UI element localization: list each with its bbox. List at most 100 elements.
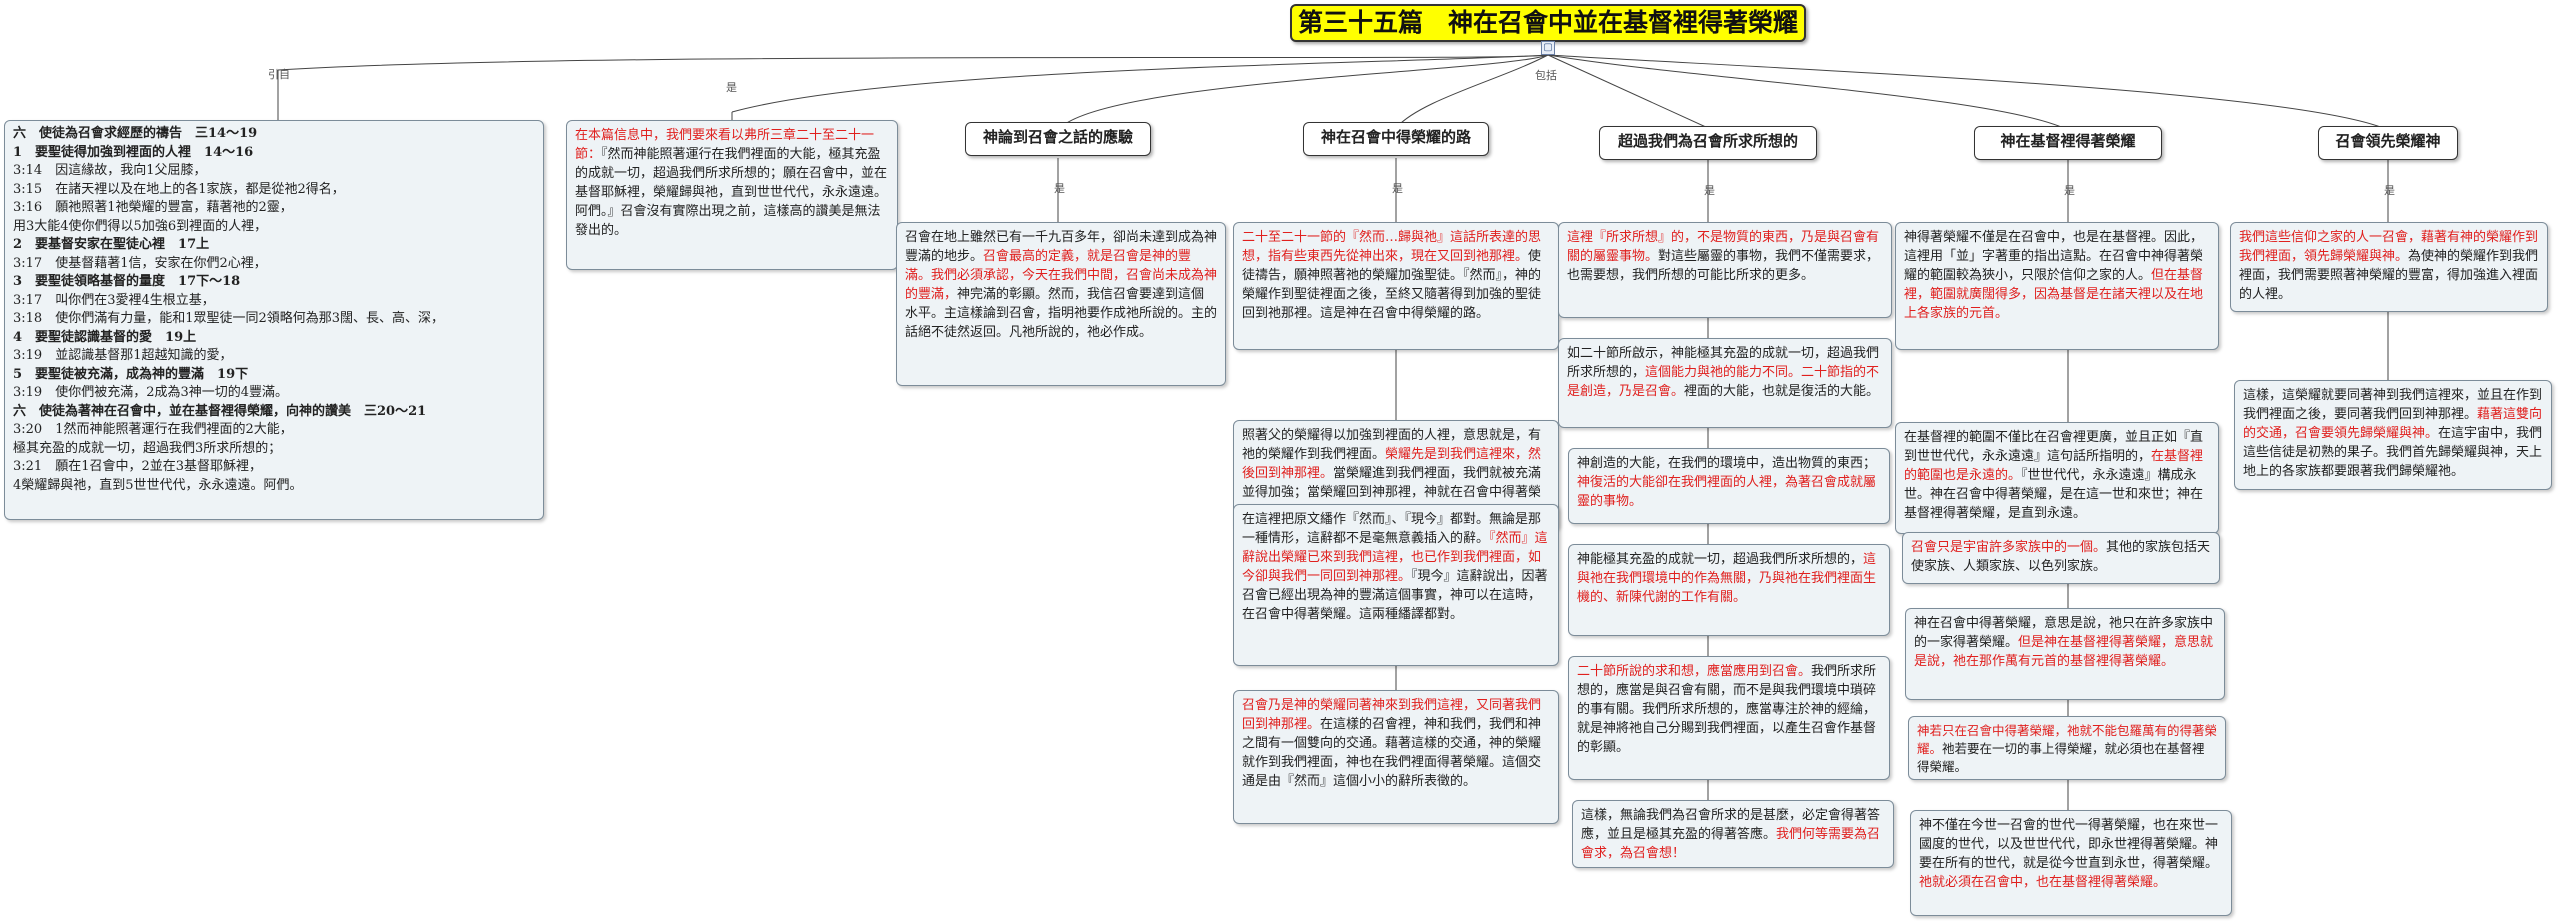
- body-text: 裡面的大能，也就是復活的大能。: [1684, 384, 1880, 399]
- body-text: 其他的家族包括天使家族、人類家族、以色列家族。: [1911, 540, 2211, 574]
- highlight-text: 藉著這雙向的交通，召會要領先歸榮耀與神。: [2243, 407, 2543, 441]
- quote-verse-line: 3:15 在諸天裡以及在地上的各1家族，都是從祂2得名，: [13, 181, 345, 197]
- topic-glory-in-christ[interactable]: 神在基督裡得著榮耀: [1974, 126, 2162, 160]
- note-box[interactable]: 這裡『所求所想』的，不是物質的東西，乃是與召會有關的屬靈事物。對這些屬靈的事物，…: [1558, 222, 1892, 318]
- body-text: 這樣，無論我們為召會所求的是甚麼，必定會得著答應，並且是極其充盈的得著答應。: [1581, 808, 1881, 842]
- quote-heading-line: 3 要聖徒領略基督的量度 17下～18: [13, 274, 241, 289]
- body-text: 神完滿的彰顯。然而，我信召會要達到這個水平。主這樣論到召會，指明祂要作成祂所說的…: [905, 287, 1218, 340]
- body-text: 對這些屬靈的事物，我們不僅需要求，也需要想，我們所想的可能比所求的更多。: [1567, 249, 1880, 283]
- quote-verse-line: 4榮耀歸與祂，直到5世世代代，永永遠遠。阿們。: [13, 477, 303, 493]
- note-box[interactable]: 召會在地上雖然已有一千九百多年，卻尚未達到成為神豐滿的地步。召會最高的定義，就是…: [896, 222, 1226, 386]
- quote-heading-line: 六 使徒為著神在召會中，並在基督裡得榮耀，向神的讚美 三20～21: [13, 403, 427, 419]
- note-box[interactable]: 我們這些信仰之家的人一召會，藉著有神的榮耀作到我們裡面，領先歸榮耀與神。為使神的…: [2230, 222, 2548, 312]
- body-text: 在基督裡的範圍不僅比在召會裡更廣，並且正如『直到世世代代，永永遠遠』這句話所指明…: [1904, 430, 2204, 464]
- quote-verse-line: 3:20 1然而神能照著運行在我們裡面的2大能，: [13, 422, 293, 437]
- note-box[interactable]: 二十至二十一節的『然而…歸與祂』這話所表達的思想，指有些東西先從神出來，現在又回…: [1233, 222, 1559, 350]
- topic-fulfillment[interactable]: 神論到召會之話的應驗: [965, 122, 1151, 156]
- body-text: 在這裡把原文繙作『然而』、『現今』都對。無論是那一種情形，這辭都不是毫無意義插入…: [1242, 512, 1542, 546]
- edge-label-ref: 引自: [268, 68, 290, 81]
- note-box[interactable]: 神不僅在今世一召會的世代一得著榮耀，也在來世一國度的世代，以及世世代代，即永世裡…: [1910, 810, 2232, 916]
- highlight-text: 但在基督裡，範圍就廣闊得多，因為基督是在諸天裡以及在地上各家族的元首。: [1904, 268, 2204, 321]
- root-title[interactable]: 第三十五篇 神在召會中並在基督裡得著榮耀: [1290, 4, 1806, 42]
- intro-summary-box[interactable]: 在本篇信息中，我們要來看以弗所三章二十至二十一節：『然而神能照著運行在我們裡面的…: [566, 120, 898, 270]
- quote-heading-line: 5 要聖徒被充滿，成為神的豐滿 19下: [13, 366, 249, 382]
- body-text: 神能極其充盈的成就一切，超過我們所求所想的，: [1577, 552, 1864, 567]
- highlight-text: 召會最高的定義，就是召會是神的豐滿。我們必須承認，今天在我們中間，召會尚未成為神…: [905, 249, 1218, 302]
- quote-heading-line: 4 要聖徒認識基督的愛 19上: [13, 329, 197, 345]
- body-text: 『世世代代，永永遠遠』構成永世。神在召會中得著榮耀，是在這一世和來世；神在基督裡…: [1904, 468, 2204, 521]
- note-box[interactable]: 神創造的大能，在我們的環境中，造出物質的東西； 神復活的大能卻在我們裡面的人裡，為…: [1568, 448, 1890, 524]
- highlight-text: 召會只是宇宙許多家族中的一個。: [1911, 540, 2107, 555]
- quote-verse-line: 用3大能4使你們得以5加強6到裡面的人裡，: [13, 218, 268, 234]
- note-box[interactable]: 神在召會中得著榮耀，意思是說，祂只在許多家族中的一家得著榮耀。但是神在基督裡得著…: [1905, 608, 2225, 700]
- note-box[interactable]: 這樣，這榮耀就要同著神到我們這裡來，並且在作到我們裡面之後，要同著我們回到神那裡…: [2234, 380, 2552, 490]
- highlight-text: 榮耀先是到我們這裡來，然後回到神那裡。: [1242, 447, 1542, 481]
- quote-verse-line: 3:17 使基督藉著1信，安家在你們2心裡，: [13, 255, 267, 271]
- highlight-text: 二十節所說的求和想，應當應用到召會。: [1577, 664, 1812, 679]
- quote-heading-line: 六 使徒為召會求經歷的禱告 三14～19: [13, 126, 258, 141]
- highlight-text: 祂就必須在召會中，也在基督裡得著榮耀。: [1919, 875, 2167, 890]
- note-box[interactable]: 在基督裡的範圍不僅比在召會裡更廣，並且正如『直到世世代代，永永遠遠』這句話所指明…: [1895, 422, 2219, 534]
- body-text: 這樣，這榮耀就要同著神到我們這裡來，並且在作到我們裡面之後，要同著我們回到神那裡…: [2243, 388, 2543, 422]
- highlight-text: 神復活的大能卻在我們裡面的人裡，為著召會成就屬靈的事物。: [1577, 475, 1877, 509]
- body-text: 召會在地上雖然已有一千九百多年，卻尚未達到成為神豐滿的地步。: [905, 230, 1218, 264]
- body-text: 如二十節所啟示，神能極其充盈的成就一切，超過我們所求所想的，: [1567, 346, 1880, 380]
- quote-verse-line: 3:19 並認識基督那1超越知識的愛，: [13, 348, 233, 363]
- highlight-text: 二十至二十一節的『然而…歸與祂』這話所表達的思想，指有些東西先從神出來，現在又回…: [1242, 230, 1542, 264]
- quote-verse-line: 極其充盈的成就一切，超過我們3所求所想的；: [13, 440, 282, 456]
- topic-beyond-asking[interactable]: 超過我們為召會所求所想的: [1599, 126, 1817, 160]
- note-box[interactable]: 神能極其充盈的成就一切，超過我們所求所想的，這與祂在我們環境中的作為無關，乃與祂…: [1568, 544, 1890, 636]
- note-box[interactable]: 如二十節所啟示，神能極其充盈的成就一切，超過我們所求所想的，這個能力與祂的能力不…: [1558, 338, 1892, 428]
- body-text: 『現今』這辭說出，因著召會已經出現為神的豐滿這個事實，神可以在這時，在召會中得著…: [1242, 569, 1548, 622]
- edge-label-includes: 包括: [1535, 69, 1557, 82]
- quote-heading-line: 1 要聖徒得加強到裡面的人裡 14～16: [13, 144, 254, 160]
- body-text: 神在召會中得著榮耀，意思是說，祂只在許多家族中的一家得著榮耀。: [1914, 616, 2214, 650]
- scripture-quote-box[interactable]: 六 使徒為召會求經歷的禱告 三14～19 1 要聖徒得加強到裡面的人裡 14～16…: [4, 120, 544, 520]
- note-box[interactable]: 這樣，無論我們為召會所求的是甚麼，必定會得著答應，並且是極其充盈的得著答應。我們…: [1572, 800, 1894, 868]
- highlight-text: 召會乃是神的榮耀同著神來到我們這裡，又同著我們回到神那裡。: [1242, 698, 1542, 732]
- highlight-text: 但是神在基督裡得著榮耀，意思就是說，祂在那作萬有元首的基督裡得著榮耀。: [1914, 635, 2214, 669]
- edge-label-is: 是: [1392, 182, 1403, 195]
- note-box[interactable]: 神得著榮耀不僅是在召會中，也是在基督裡。因此，這裡用「並」字著重的指出這點。在召…: [1895, 222, 2219, 350]
- highlight-text: 這個能力與祂的能力不同。二十節指的不是創造，乃是召會。: [1567, 365, 1880, 399]
- topic-church-leads[interactable]: 召會領先榮耀神: [2318, 126, 2458, 160]
- highlight-text: 這裡『所求所想』的，不是物質的東西，乃是與召會有關的屬靈事物。: [1567, 230, 1880, 264]
- body-text: 『然而神能照著運行在我們裡面的大能，極其充盈的成就一切，超過我們所求所想的；願在…: [575, 147, 888, 238]
- body-text: 神得著榮耀不僅是在召會中，也是在基督裡。因此，這裡用「並」字著重的指出這點。在召…: [1904, 230, 2204, 283]
- highlight-text: 神若只在召會中得著榮耀，祂就不能包羅萬有的得著榮耀。: [1917, 723, 2218, 756]
- quote-heading-line: 2 要基督安家在聖徒心裡 17上: [13, 237, 210, 252]
- topic-way-of-glory[interactable]: 神在召會中得榮耀的路: [1303, 122, 1489, 156]
- note-box[interactable]: 神若只在召會中得著榮耀，祂就不能包羅萬有的得著榮耀。祂若要在一切的事上得榮耀，就…: [1908, 716, 2226, 780]
- quote-verse-line: 3:18 使你們滿有力量，能和1眾聖徒一同2領略何為那3闊、長、高、深，: [13, 311, 445, 326]
- body-text: 在這樣的召會裡，神和我們，我們和神之間有一個雙向的交通。藉著這樣的交通，神的榮耀…: [1242, 717, 1542, 789]
- body-text: 祂若要在一切的事上得榮耀，就必須也在基督裡得榮耀。: [1917, 740, 2205, 774]
- edge-label-is: 是: [726, 81, 737, 94]
- note-box[interactable]: 二十節所說的求和想，應當應用到召會。我們所求所想的，應當是與召會有關，而不是與我…: [1568, 656, 1890, 780]
- body-text: 我們所求所想的，應當是與召會有關，而不是與我們環境中瑣碎的事有關。我們所求所想的…: [1577, 664, 1877, 755]
- edge-label-is: 是: [1054, 182, 1065, 195]
- body-text: 使徒禱告，願神照著祂的榮耀加強聖徒。『然而』，神的榮耀作到聖徒裡面之後，至終又隨…: [1242, 249, 1542, 321]
- mindmap-collapse-icon[interactable]: ▢: [1541, 41, 1555, 55]
- quote-verse-line: 3:17 叫你們在3愛裡4生根立基，: [13, 292, 215, 308]
- body-text: 神創造的大能，在我們的環境中，造出物質的東西；: [1577, 456, 1877, 471]
- highlight-text: 這與祂在我們環境中的作為無關，乃與祂在我們裡面生機的、新陳代謝的工作有關。: [1577, 552, 1877, 605]
- body-text: 照著父的榮耀得以加強到裡面的人裡，意思就是，有祂的榮耀作到我們裡面。: [1242, 428, 1542, 462]
- note-box[interactable]: 召會只是宇宙許多家族中的一個。其他的家族包括天使家族、人類家族、以色列家族。: [1902, 532, 2220, 584]
- highlight-text: 在本篇信息中，我們要來看以弗所三章二十至二十一節：: [575, 128, 875, 162]
- body-text: 為使神的榮耀作到我們裡面，我們需要照著神榮耀的豐富，得加強進入裡面的人裡。: [2239, 249, 2539, 302]
- highlight-text: 在基督裡的範圍也是永遠的。: [1904, 449, 2204, 483]
- body-text: 在這宇宙中，我們這些信徒是初熟的果子。我們首先歸榮耀與神，天上地上的各家族都要跟…: [2243, 426, 2543, 479]
- note-box[interactable]: 在這裡把原文繙作『然而』、『現今』都對。無論是那一種情形，這辭都不是毫無意義插入…: [1233, 504, 1559, 666]
- highlight-text: 我們何等需要為召會求，為召會想！: [1581, 827, 1881, 861]
- highlight-text: 『然而』這辭說出榮耀已來到我們這裡，也已作到我們裡面，如今卻與我們一同回到神那裡…: [1242, 531, 1548, 584]
- quote-verse-line: 3:21 願在1召會中，2並在3基督耶穌裡，: [13, 459, 263, 474]
- edge-label-is: 是: [1704, 184, 1715, 197]
- edge-label-is: 是: [2384, 184, 2395, 197]
- quote-verse-line: 3:16 願祂照著1祂榮耀的豐富，藉著祂的2靈，: [13, 200, 293, 215]
- quote-verse-line: 3:19 使你們被充滿，2成為3神一切的4豐滿。: [13, 385, 289, 400]
- highlight-text: 我們這些信仰之家的人一召會，藉著有神的榮耀作到我們裡面，領先歸榮耀與神。: [2239, 230, 2539, 264]
- edge-label-is: 是: [2064, 184, 2075, 197]
- quote-verse-line: 3:14 因這緣故，我向1父屈膝，: [13, 163, 207, 178]
- note-box[interactable]: 召會乃是神的榮耀同著神來到我們這裡，又同著我們回到神那裡。在這樣的召會裡，神和我…: [1233, 690, 1559, 824]
